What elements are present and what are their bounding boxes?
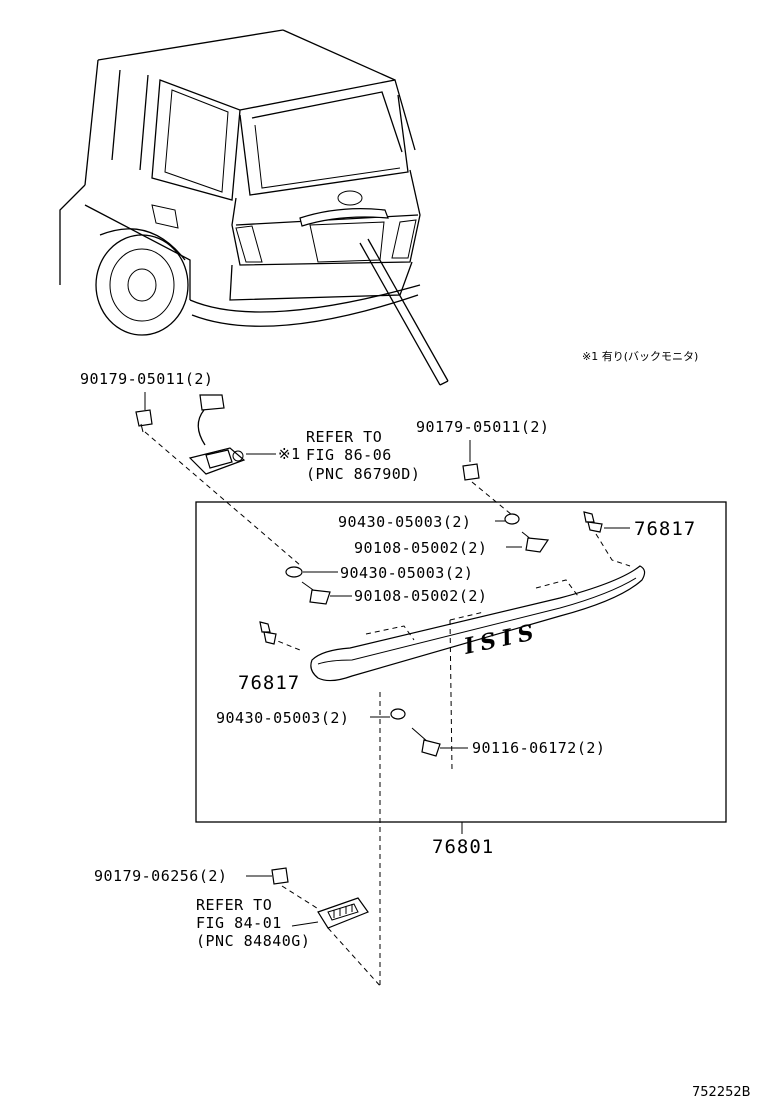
washer-upper-label[interactable]: 90430-05003(2) bbox=[338, 513, 471, 531]
screw-mid-part bbox=[301, 581, 331, 605]
clip-top-left-label[interactable]: 90179-05011(2) bbox=[80, 370, 213, 388]
screw-upper-label[interactable]: 90108-05002(2) bbox=[354, 539, 487, 557]
end-cap-left-part bbox=[259, 621, 277, 645]
back-door-garnish bbox=[269, 565, 646, 771]
clip-top-right-part bbox=[462, 440, 480, 481]
license-lamp-part bbox=[317, 897, 369, 929]
clip-lamp-label[interactable]: 90179-06256(2) bbox=[94, 867, 227, 885]
leader-end-cap-right bbox=[595, 533, 631, 567]
camera-part bbox=[188, 394, 246, 475]
clip-top-left-part bbox=[135, 392, 153, 433]
refer-camera-line1[interactable]: REFER TO bbox=[306, 428, 382, 446]
leader-clip-lamp bbox=[281, 885, 321, 911]
option-note: ※1 有り(バックモニタ) bbox=[582, 349, 698, 363]
assembly-frame bbox=[195, 501, 727, 823]
refer-lamp-line1[interactable]: REFER TO bbox=[196, 896, 272, 914]
figure-id: 752252B bbox=[692, 1085, 751, 1100]
refer-camera-line3[interactable]: (PNC 86790D) bbox=[306, 465, 420, 483]
clip-lamp-part bbox=[271, 867, 289, 885]
leader-clip-right bbox=[471, 481, 513, 516]
refer-lamp-line3[interactable]: (PNC 84840G) bbox=[196, 932, 310, 950]
washer-mid-part bbox=[285, 566, 303, 578]
screw-upper-part bbox=[521, 531, 550, 553]
washer-lower-label[interactable]: 90430-05003(2) bbox=[216, 709, 349, 727]
vehicle-rear-illustration bbox=[59, 29, 449, 386]
end-cap-right-label[interactable]: 76817 bbox=[634, 518, 696, 540]
refer-lamp-line2[interactable]: FIG 84-01 bbox=[196, 914, 282, 932]
end-cap-right-part bbox=[583, 511, 603, 533]
refer-camera-line2[interactable]: FIG 86-06 bbox=[306, 446, 392, 464]
leader-clip-left bbox=[144, 431, 301, 566]
screw-mid-label[interactable]: 90108-05002(2) bbox=[354, 587, 487, 605]
clip-top-right-label[interactable]: 90179-05011(2) bbox=[416, 418, 549, 436]
bolt-lower-part bbox=[411, 727, 441, 757]
leader-lamp-down bbox=[327, 927, 383, 989]
garnish-assembly-label[interactable]: 76801 bbox=[432, 836, 494, 858]
bolt-lower-label[interactable]: 90116-06172(2) bbox=[472, 739, 605, 757]
washer-mid-label[interactable]: 90430-05003(2) bbox=[340, 564, 473, 582]
end-cap-left-label[interactable]: 76817 bbox=[238, 672, 300, 694]
washer-lower-part bbox=[390, 708, 406, 720]
washer-upper-part bbox=[504, 513, 520, 525]
camera-marker: ※1 bbox=[278, 445, 301, 463]
